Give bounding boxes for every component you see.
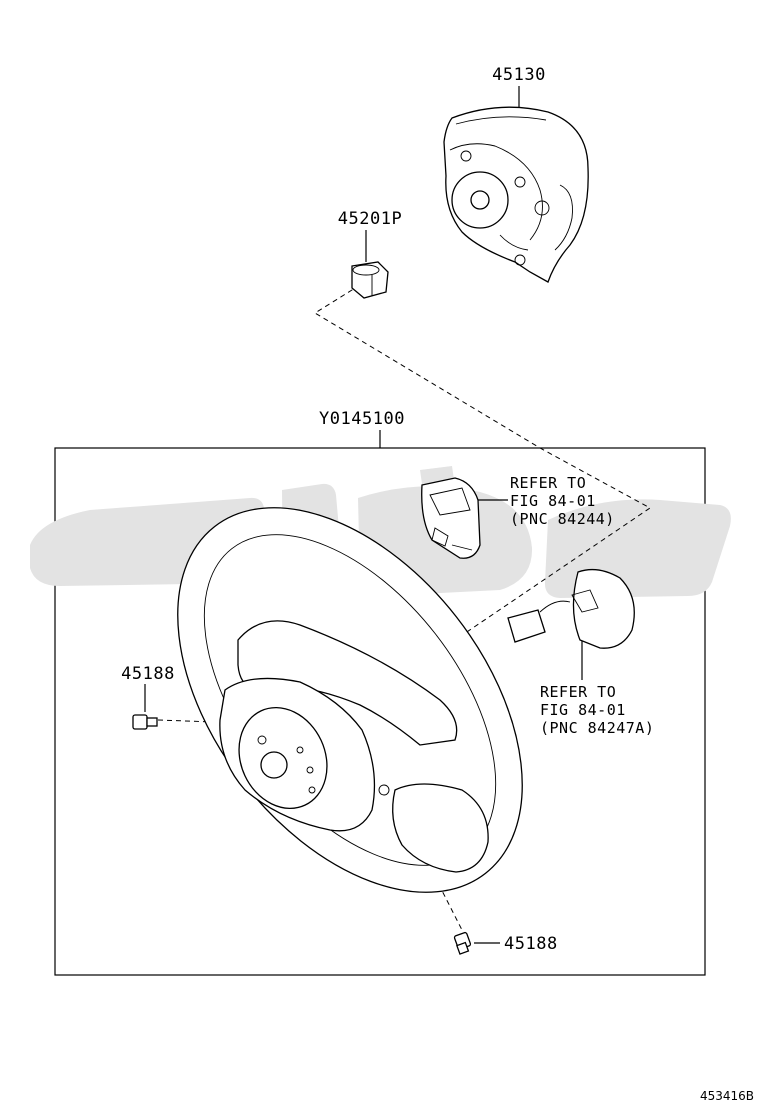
steering-wheel-part xyxy=(177,507,523,893)
switch-upper-part xyxy=(421,477,481,559)
switch-lower-part xyxy=(507,568,635,649)
figure-code: 453416B xyxy=(700,1089,754,1103)
ref-upper-line3: (PNC 84244) xyxy=(510,510,615,528)
ref-lower-line2: FIG 84-01 xyxy=(540,701,626,719)
airbag-module-part xyxy=(443,106,589,283)
alignment-line-nut xyxy=(314,284,651,641)
label-nut: 45201P xyxy=(338,209,402,229)
ref-upper-line1: REFER TO xyxy=(510,474,586,492)
label-wheel-assembly: Y0145100 xyxy=(319,409,405,429)
screw-left-part xyxy=(132,714,158,730)
label-screw-left: 45188 xyxy=(121,664,175,684)
nut-part xyxy=(351,261,389,299)
screw-bottom-part xyxy=(453,931,472,955)
ref-lower-line3: (PNC 84247A) xyxy=(540,719,654,737)
label-airbag: 45130 xyxy=(492,65,546,85)
ref-lower-line1: REFER TO xyxy=(540,683,616,701)
label-screw-bottom: 45188 xyxy=(504,934,558,954)
ref-upper-line2: FIG 84-01 xyxy=(510,492,596,510)
